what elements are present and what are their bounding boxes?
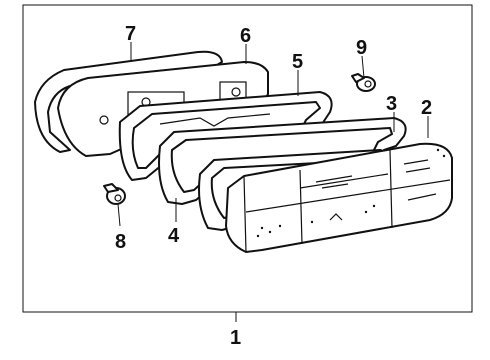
callout-1: 1 — [230, 327, 241, 349]
callout-2: 2 — [421, 97, 432, 119]
callout-6: 6 — [240, 25, 251, 47]
part-2-lens — [225, 142, 453, 253]
mounting-hole — [231, 87, 241, 97]
mounting-hole — [99, 115, 109, 125]
leader-8 — [117, 203, 121, 227]
part-9-bulb — [351, 73, 376, 92]
assembly-frame — [22, 4, 473, 313]
lens-texture — [256, 148, 446, 238]
callout-8: 8 — [115, 231, 126, 253]
callout-9: 9 — [356, 37, 367, 59]
leader-9 — [361, 55, 365, 79]
part-8-bulb — [103, 183, 126, 205]
callout-3: 3 — [386, 93, 397, 115]
callout-4: 4 — [168, 225, 180, 247]
callout-7: 7 — [125, 23, 136, 45]
callout-5: 5 — [292, 51, 303, 73]
